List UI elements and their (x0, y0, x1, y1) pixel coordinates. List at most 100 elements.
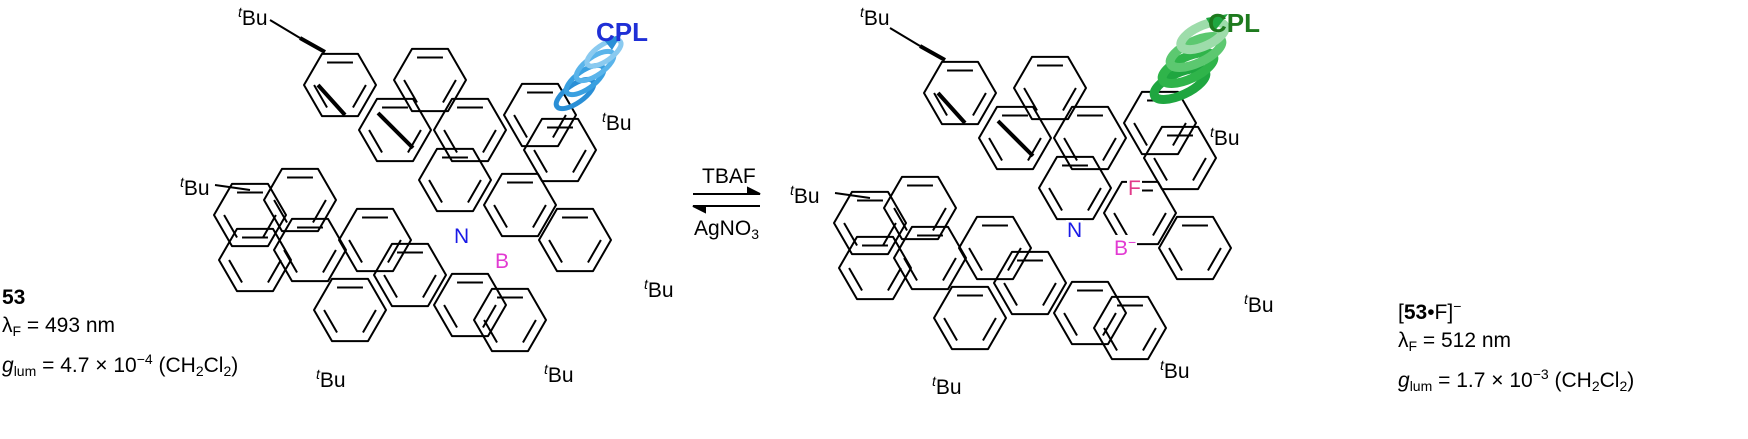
aromatic-ring (893, 225, 967, 291)
double-bond (1003, 282, 1018, 306)
aromatic-ring (833, 190, 907, 256)
aromatic-ring (1158, 215, 1232, 281)
bond (376, 111, 415, 150)
aromatic-ring (303, 52, 377, 118)
aromatic-ring (263, 167, 337, 233)
double-bond (228, 259, 243, 283)
aromatic-ring (218, 227, 292, 293)
double-bond (313, 84, 328, 108)
double-bond (483, 319, 498, 343)
emission-wavelength: λF = 512 nm (1398, 329, 1512, 354)
double-bond (1027, 137, 1042, 161)
double-bond (1153, 157, 1168, 181)
aromatic-ring (1143, 125, 1217, 191)
bond (919, 44, 946, 62)
tbu-label: tBu (932, 373, 962, 399)
tbu-label: tBu (790, 182, 820, 208)
bond (996, 119, 1035, 158)
double-bond (968, 247, 983, 271)
dissymmetry-factor: glum = 1.7 × 10−3 (CH2Cl2) (1398, 366, 1635, 394)
aromatic-ring (313, 277, 387, 343)
left-compound-caption: 53 λF = 493 nm glum = 4.7 × 10−4 (CH2Cl2… (2, 284, 238, 385)
aromatic-ring (978, 105, 1052, 171)
double-bond (933, 92, 948, 116)
aromatic-ring (958, 215, 1032, 281)
reverse-reagent: AgNO3 (694, 217, 759, 242)
tbu-label: tBu (644, 276, 674, 302)
double-bond (1062, 87, 1077, 111)
molecule-53-structure (213, 19, 612, 353)
aromatic-ring (213, 182, 287, 248)
double-bond (893, 207, 908, 231)
aromatic-ring (433, 272, 507, 338)
double-bond (982, 317, 997, 341)
double-bond (972, 92, 987, 116)
aromatic-ring (358, 97, 432, 163)
molecule-53F-structure (833, 27, 1232, 361)
aromatic-ring (1103, 180, 1177, 246)
aromatic-ring (1038, 155, 1112, 221)
double-bond (348, 239, 363, 263)
double-bond (942, 257, 957, 281)
aromatic-ring (538, 207, 612, 273)
double-bond (407, 129, 422, 153)
double-bond (442, 79, 457, 103)
tbu-label: tBu (238, 4, 268, 30)
double-bond (587, 239, 602, 263)
double-bond (943, 317, 958, 341)
double-bond (513, 114, 528, 138)
right-compound-caption: [53•F]− λF = 512 nm glum = 1.7 × 10−3 (C… (1398, 292, 1634, 400)
double-bond (482, 129, 497, 153)
aromatic-ring (483, 172, 557, 238)
forward-reagent: TBAF (702, 165, 756, 188)
double-bond (1087, 187, 1102, 211)
bond (889, 27, 921, 47)
double-bond (532, 204, 547, 228)
double-bond (1023, 87, 1038, 111)
double-bond (403, 79, 418, 103)
aromatic-ring (838, 235, 912, 301)
tbu-label: tBu (860, 4, 890, 30)
fluorine-atom: F (1127, 177, 1142, 200)
double-bond (887, 267, 902, 291)
aromatic-ring (1053, 105, 1127, 171)
bond (316, 83, 347, 117)
double-bond (422, 274, 437, 298)
aromatic-ring (1053, 280, 1127, 346)
double-bond (522, 319, 537, 343)
double-bond (493, 204, 508, 228)
double-bond (1042, 282, 1057, 306)
double-bond (1113, 212, 1128, 236)
double-bond (443, 304, 458, 328)
double-bond (467, 179, 482, 203)
boron-atom-left: B (494, 250, 511, 273)
tbu-label: tBu (1210, 124, 1240, 150)
bond (936, 91, 967, 125)
aromatic-ring (933, 285, 1007, 351)
double-bond (368, 129, 383, 153)
double-bond (273, 199, 288, 223)
aromatic-ring (433, 97, 507, 163)
double-bond (1102, 137, 1117, 161)
aromatic-ring (523, 117, 597, 183)
aromatic-ring (993, 250, 1067, 316)
cpl-label-right: CPL (1208, 8, 1260, 38)
aromatic-ring (373, 242, 447, 308)
double-bond (322, 249, 337, 273)
double-bond (267, 259, 282, 283)
tbu-label: tBu (1244, 291, 1274, 317)
tbu-label: tBu (316, 366, 346, 392)
double-bond (988, 137, 1003, 161)
equilibrium-arrows (692, 186, 761, 214)
nitrogen-atom-right: N (1066, 219, 1084, 242)
aromatic-ring (338, 207, 412, 273)
double-bond (848, 267, 863, 291)
double-bond (1192, 157, 1207, 181)
double-bond (1207, 247, 1222, 271)
double-bond (283, 249, 298, 273)
double-bond (1103, 327, 1118, 351)
bond (834, 192, 871, 199)
aromatic-ring (1093, 295, 1167, 361)
double-bond (1152, 212, 1167, 236)
